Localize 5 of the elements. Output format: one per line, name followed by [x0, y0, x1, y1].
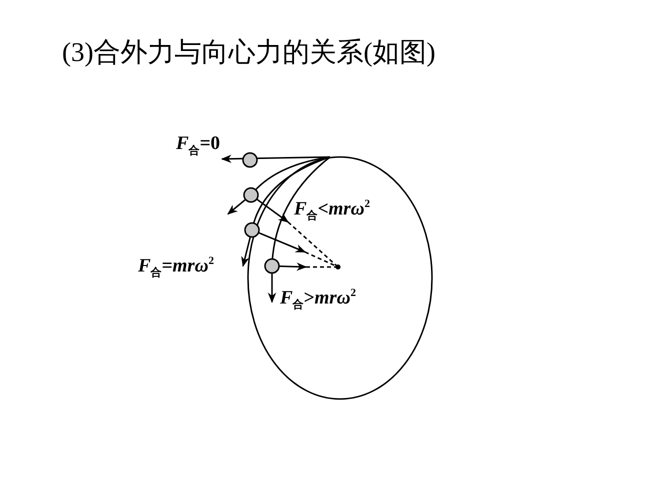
formula-label: F$_{合}$>mrω$^{2}$: [280, 288, 356, 312]
title: (3)合外力与向心力的关系(如图): [62, 36, 436, 69]
formula-label: F$_{合}$<mrω$^{2}$: [294, 199, 370, 222]
formula-label: F$_{合}$=0: [176, 134, 220, 157]
formula-label: F$_{合}$=mrω$^{2}$: [138, 256, 214, 280]
